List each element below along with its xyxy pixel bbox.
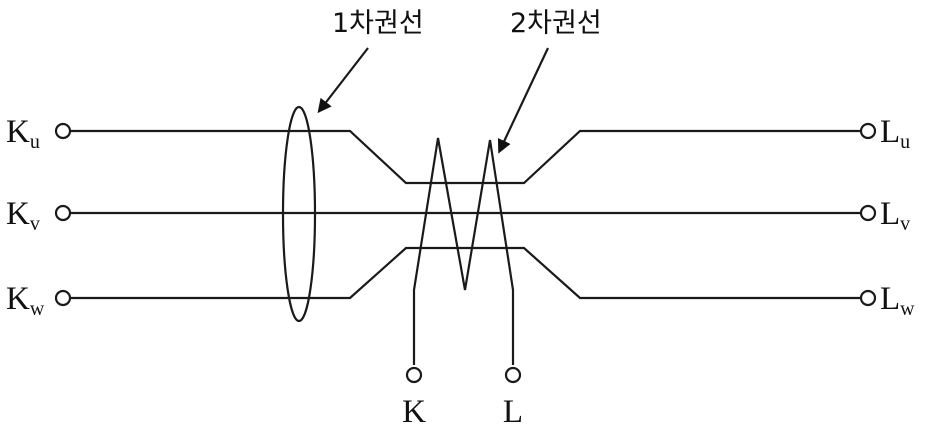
terminal-lv	[859, 204, 877, 222]
terminal-l	[504, 366, 522, 384]
primary-winding-core	[281, 105, 317, 323]
label-k: K	[402, 394, 426, 430]
primary-winding-label: 1차권선	[332, 8, 424, 39]
secondary-winding-coil	[412, 137, 515, 365]
terminal-lw	[859, 289, 877, 307]
phase-u-conductor	[71, 129, 861, 185]
terminal-kw	[54, 289, 72, 307]
label-l: L	[503, 394, 523, 430]
secondary-winding-label: 2차권선	[510, 8, 602, 39]
label-lv: Lv	[880, 196, 910, 235]
terminal-kv	[54, 204, 72, 222]
secondary-winding-arrow	[497, 47, 549, 154]
terminal-k	[405, 366, 423, 384]
label-kv: Kv	[6, 196, 40, 235]
label-lu: Lu	[880, 114, 910, 153]
phase-w-conductor	[71, 246, 861, 300]
label-kw: Kw	[6, 281, 45, 320]
label-lw: Lw	[880, 281, 915, 320]
label-ku: Ku	[6, 114, 40, 153]
terminal-ku	[54, 122, 72, 140]
primary-winding-arrow	[317, 47, 369, 114]
terminal-lu	[859, 122, 877, 140]
